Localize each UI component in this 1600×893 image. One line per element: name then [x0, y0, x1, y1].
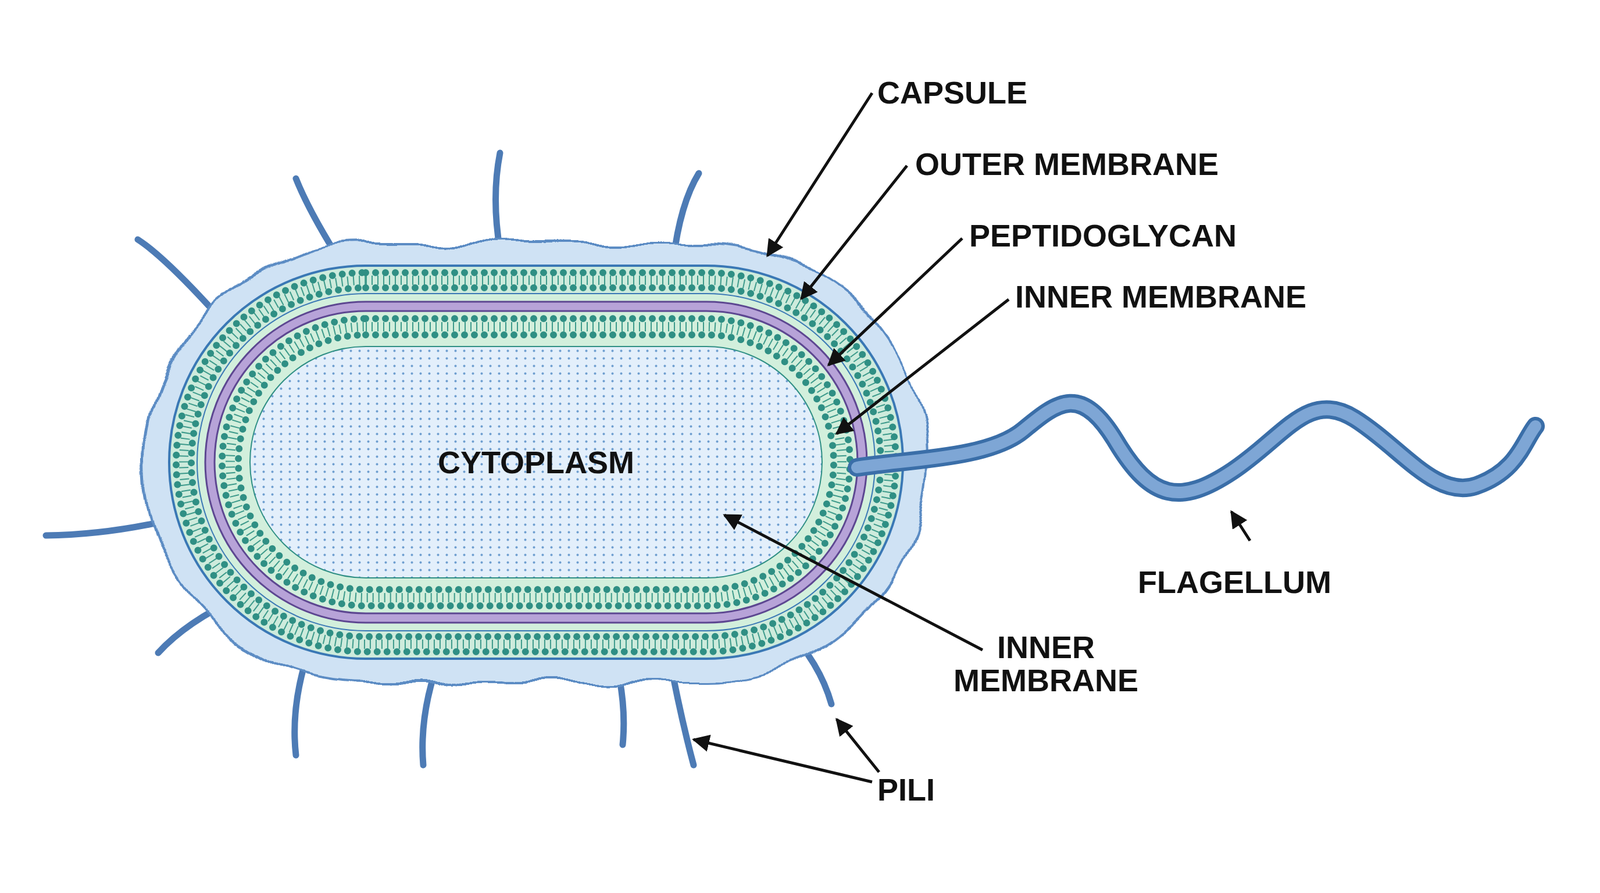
part-label: CAPSULE [877, 76, 1028, 110]
region-label: CYTOPLASM [437, 444, 635, 481]
leader-arrow [828, 238, 963, 366]
leader-arrow [724, 515, 983, 650]
cytoplasm-region: CYTOPLASM [249, 345, 823, 579]
leader-arrow [836, 719, 880, 773]
capsule-layer [145, 242, 927, 682]
pilus [295, 178, 337, 256]
leader-arrow [1231, 511, 1250, 541]
inner-membrane-heads [238, 334, 834, 590]
inner-membrane-band [214, 311, 858, 614]
flagellum-outline [856, 403, 1536, 493]
outer-membrane-heads [191, 287, 881, 637]
leader-arrow [767, 93, 873, 256]
pilus [137, 239, 210, 307]
part-label: INNER MEMBRANE [1015, 280, 1307, 314]
flagellum-fill [856, 403, 1536, 493]
periplasm-gap [197, 293, 875, 631]
part-label: FLAGELLUM [1137, 565, 1332, 599]
pilus [45, 520, 169, 536]
outer-membrane-heads [176, 272, 896, 652]
pilus [495, 152, 501, 250]
inner-membrane-heads [222, 318, 850, 606]
leader-arrow [693, 739, 873, 782]
peptidoglycan-layer [205, 301, 867, 623]
outer-membrane-tails [183, 280, 890, 645]
part-label: OUTER MEMBRANE [915, 147, 1219, 181]
outer-membrane-band [169, 265, 903, 659]
leader-arrow [801, 165, 907, 299]
part-label: INNER MEMBRANE [941, 630, 1151, 697]
part-label: PILI [877, 773, 935, 807]
part-label: PEPTIDOGLYCAN [969, 219, 1237, 253]
inner-membrane-tails [230, 326, 842, 598]
leader-arrow [836, 299, 1009, 434]
